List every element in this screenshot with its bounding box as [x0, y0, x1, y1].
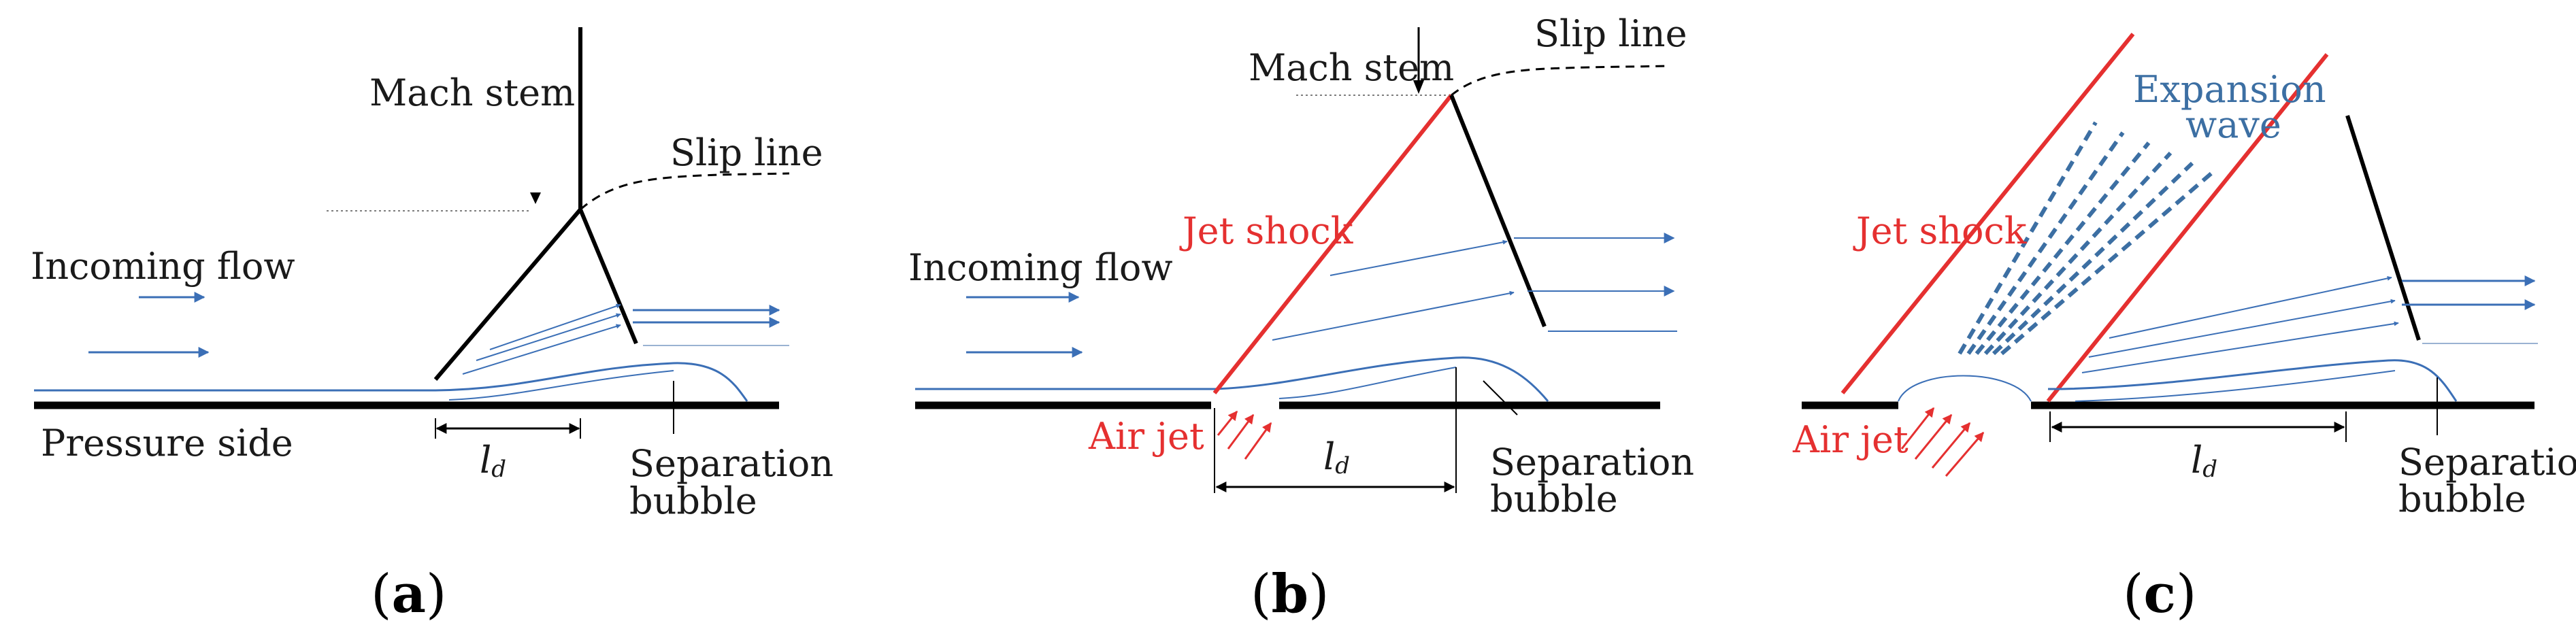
- air-jet-arrow-b2: [1227, 413, 1255, 450]
- internal-flow-a3: [462, 324, 621, 375]
- caption-b: (b): [1251, 563, 1329, 625]
- jet-shock-c1: [1840, 33, 2135, 394]
- jet-bulge-c: [1898, 375, 2032, 402]
- expansion-wave-c1: [1958, 121, 2098, 355]
- slip-line-label-b: Slip line: [1534, 12, 1687, 55]
- wave-label-c: wave: [2185, 103, 2281, 146]
- ld-label-c: ld: [2191, 439, 2217, 483]
- mach-stem-pointer-b: [1413, 80, 1424, 94]
- expansion-label-c: Expansion: [2133, 68, 2326, 111]
- mach-stem-label-a: Mach stem: [369, 71, 575, 114]
- bubble-lower-a: [448, 370, 674, 401]
- boundary-layer-c: [2048, 359, 2458, 402]
- internal-flow-a1: [489, 303, 621, 350]
- jet-shock-label-c: Jet shock: [1853, 209, 2028, 252]
- caption-a: (a): [371, 563, 446, 625]
- air-jet-label-b: Air jet: [1088, 415, 1204, 458]
- incident-shock-a: [433, 208, 582, 381]
- separation-pointer-b: [1483, 380, 1518, 416]
- mach-stem-label-b: Mach stem: [1249, 46, 1454, 89]
- jet-shock-label-b: Jet shock: [1179, 209, 1354, 252]
- air-jet-arrow-c1: [1900, 407, 1935, 450]
- incoming-flow-label-b: Incoming flow: [908, 246, 1173, 289]
- bubble-label-a: bubble: [629, 479, 757, 522]
- slip-line-b: [1451, 65, 1671, 97]
- internal-flow-b2: [1272, 290, 1515, 341]
- internal-flow-c3: [2081, 321, 2399, 373]
- air-jet-arrow-c2: [1914, 413, 1953, 460]
- boundary-layer-b: [915, 356, 1549, 402]
- expansion-wave-c4: [1983, 151, 2173, 356]
- internal-flow-c2: [2088, 299, 2396, 358]
- panel-a: Mach stem Slip line Incoming flow Pressu…: [31, 27, 833, 625]
- air-jet-label-c: Air jet: [1792, 418, 1909, 461]
- pressure-side-label-a: Pressure side: [41, 422, 293, 464]
- caption-c: (c): [2123, 563, 2196, 625]
- ld-label-a: ld: [480, 439, 506, 483]
- expansion-wave-c2: [1966, 131, 2125, 355]
- separation-label-b: Separation: [1490, 441, 1694, 484]
- jet-shock-b: [1212, 94, 1453, 394]
- jet-shock-c2: [2046, 53, 2329, 403]
- bubble-label-b: bubble: [1490, 477, 1618, 520]
- bubble-lower-b: [1278, 367, 1457, 399]
- expansion-wave-c6: [2000, 171, 2213, 356]
- air-jet-arrow-c3: [1931, 422, 1971, 469]
- slip-line-label-a: Slip line: [670, 131, 823, 174]
- panel-b: Mach stem Slip line Jet shock Incoming f…: [908, 12, 1694, 625]
- internal-flow-c1: [2109, 275, 2392, 339]
- reflected-shock-a: [578, 208, 638, 345]
- air-jet-arrow-b1: [1217, 410, 1238, 436]
- internal-flow-a2: [476, 313, 621, 361]
- bubble-label-c: bubble: [2398, 477, 2526, 520]
- panel-c: Jet shock Expansion wave Air jet ld Sepa…: [1792, 33, 2576, 625]
- mach-stem-pointer-a: [530, 192, 541, 204]
- bubble-lower-c: [2075, 370, 2396, 402]
- expansion-wave-c5: [1992, 161, 2194, 356]
- slip-line-a: [580, 172, 790, 211]
- air-jet-arrow-c4: [1945, 431, 1985, 477]
- reflected-shock-c: [2345, 115, 2421, 341]
- ld-label-b: ld: [1323, 435, 1350, 479]
- reflected-shock-b: [1449, 94, 1547, 328]
- separation-label-a: Separation: [629, 442, 833, 485]
- separation-label-c: Separation: [2398, 441, 2576, 484]
- expansion-wave-c3: [1975, 141, 2151, 355]
- boundary-layer-a: [34, 362, 748, 402]
- internal-flow-b1: [1330, 239, 1508, 276]
- incoming-flow-label-a: Incoming flow: [31, 245, 295, 288]
- air-jet-arrow-b3: [1244, 422, 1272, 460]
